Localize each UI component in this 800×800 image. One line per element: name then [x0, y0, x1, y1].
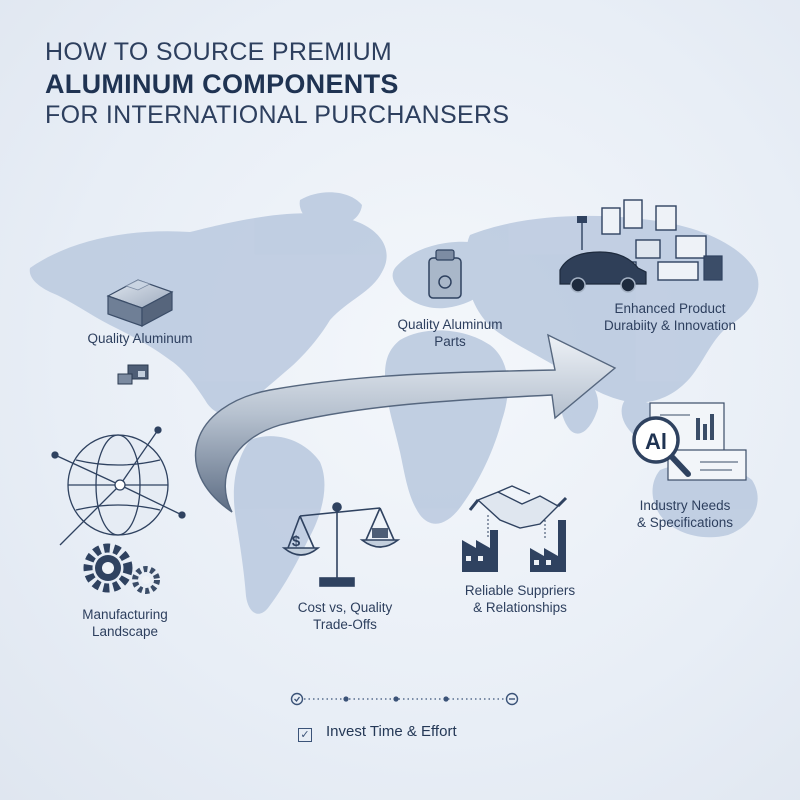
label-cost-quality: Cost vs, Quality Trade-Offs [270, 599, 420, 633]
timeline-end-icon [505, 692, 519, 706]
factory-left-icon [462, 530, 498, 572]
label-manufacturing-line1: Manufacturing [82, 607, 168, 622]
north-america [29, 213, 387, 414]
aluminum-cube-icon [106, 279, 174, 327]
label-reliable-line2: & Relationships [473, 600, 567, 615]
label-industry-line2: & Specifications [636, 515, 734, 530]
label-quality-aluminum-text: Quality Aluminum [87, 331, 193, 346]
title-line-3: FOR INTERNATIONAL PURCHANSERS [45, 101, 510, 129]
label-industry-needs: Industry Needs & Specifications [605, 497, 765, 531]
timeline-check-icon [290, 692, 304, 706]
label-cost-line1: Cost vs, Quality [297, 600, 393, 615]
label-quality-aluminum: Quality Aluminum [60, 330, 220, 347]
label-enhanced-product: Enhanced Product Durabiity & Innovation [575, 300, 765, 334]
label-enhanced-line2: Durabiity & Innovation [603, 318, 737, 333]
label-industry-line1: Industry Needs [639, 498, 731, 513]
progress-timeline [290, 692, 519, 706]
title-line-1: HOW TO SOURCE PREMIUM [45, 38, 393, 66]
checkbox-icon: ✓ [298, 728, 312, 742]
factory-right-icon [530, 520, 566, 572]
balance-scale-icon [281, 502, 401, 587]
timeline-dot [393, 696, 399, 702]
label-quality-parts-line2: Parts [434, 334, 466, 349]
greenland [299, 192, 362, 228]
gears-icon [83, 543, 160, 594]
magnifier-icon [632, 416, 691, 477]
label-enhanced-line1: Enhanced Product [614, 301, 726, 316]
aluminum-bracket-icon [117, 364, 149, 385]
world-map [29, 192, 759, 614]
label-manufacturing-landscape: Manufacturing Landscape [50, 606, 200, 640]
invest-label: Invest Time & Effort [326, 723, 457, 740]
aluminum-symbol: Al [645, 429, 667, 454]
car-icon [559, 251, 647, 293]
handshake-icon [468, 485, 568, 540]
title-line-2: ALUMINUM COMPONENTS [45, 69, 399, 99]
label-quality-aluminum-parts: Quality Aluminum Parts [370, 316, 530, 350]
australia [652, 463, 758, 538]
aluminum-part-icon [428, 249, 462, 299]
invest-checkbox-row: ✓ Invest Time & Effort [298, 723, 457, 742]
label-quality-parts-line1: Quality Aluminum [397, 317, 503, 332]
label-cost-line2: Trade-Offs [313, 617, 377, 632]
label-manufacturing-line2: Landscape [91, 624, 159, 639]
globe-icon [51, 426, 186, 546]
timeline-dot [343, 696, 349, 702]
dollar-sign: $ [292, 533, 301, 550]
south-america [233, 436, 325, 614]
label-reliable-suppliers: Reliable Suppriers & Relationships [440, 582, 600, 616]
timeline-dot [443, 696, 449, 702]
curved-arrow-icon [194, 333, 617, 513]
page-title: HOW TO SOURCE PREMIUM ALUMINUM COMPONENT… [45, 40, 509, 128]
label-reliable-line1: Reliable Suppriers [464, 583, 576, 598]
